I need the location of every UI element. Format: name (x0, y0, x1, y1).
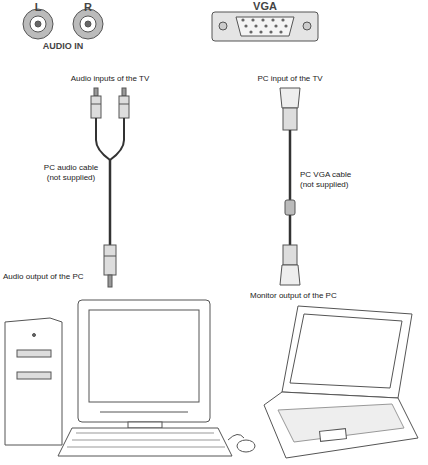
vga-pin (241, 18, 244, 21)
ferrite-bead (285, 200, 295, 215)
vga-pin (259, 30, 262, 33)
vga-pin (251, 18, 254, 21)
vga-pin (249, 30, 252, 33)
vga-pin (244, 24, 247, 27)
vga-pin (284, 24, 287, 27)
audio-jack (23, 9, 53, 39)
cable-label: PC VGA cable (not supplied) (300, 170, 362, 190)
cable-label: Monitor output of the PC (250, 291, 390, 301)
vga-pin (254, 24, 257, 27)
cable-label: PC input of the TV (230, 74, 350, 84)
vga-pin (264, 24, 267, 27)
port-label: AUDIO IN (28, 41, 98, 52)
desktop-pc (5, 300, 255, 456)
vga-pin (274, 24, 277, 27)
vga-pin (279, 30, 282, 33)
cable-label: Audio output of the PC (3, 272, 103, 282)
rca-plug (104, 245, 116, 287)
port-label: VGA (240, 0, 290, 12)
rca-plug (91, 88, 129, 118)
vga-pin (281, 18, 284, 21)
vga-port (212, 12, 318, 41)
cable-label: PC audio cable (not supplied) (38, 163, 104, 183)
vga-plug (280, 245, 300, 285)
vga-pin (271, 18, 274, 21)
vga-pin (269, 30, 272, 33)
audio-jack (73, 9, 103, 39)
jack-label: R (80, 1, 96, 13)
laptop (264, 306, 418, 458)
cable-label: Audio inputs of the TV (45, 74, 175, 84)
vga-pin (261, 18, 264, 21)
vga-plug (280, 88, 300, 130)
jack-label: L (30, 1, 46, 13)
